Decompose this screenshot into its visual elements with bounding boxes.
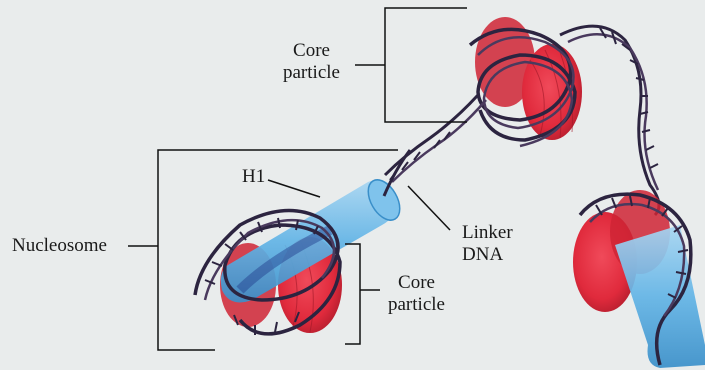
nucleosome-right — [573, 190, 705, 368]
leader-linker-dna — [408, 186, 450, 230]
label-h1-text: H1 — [242, 166, 265, 188]
label-linker-dna-line2: DNA — [462, 244, 513, 266]
bracket-core-particle-top — [355, 8, 467, 122]
label-core-particle-top-line1: Core — [283, 40, 340, 62]
label-h1: H1 — [242, 166, 265, 188]
label-linker-dna: Linker DNA — [462, 222, 513, 266]
label-nucleosome-text: Nucleosome — [12, 235, 107, 257]
label-linker-dna-line1: Linker — [462, 222, 513, 244]
label-core-particle-top: Core particle — [283, 40, 340, 84]
core-particle-top — [470, 17, 582, 146]
label-nucleosome: Nucleosome — [12, 235, 107, 257]
nucleosome-left — [195, 150, 410, 335]
label-core-particle-bottom-line1: Core — [388, 272, 445, 294]
leader-h1 — [268, 180, 320, 197]
bracket-core-particle-bottom — [345, 244, 380, 344]
label-core-particle-bottom-line2: particle — [388, 294, 445, 316]
label-core-particle-bottom: Core particle — [388, 272, 445, 316]
label-core-particle-top-line2: particle — [283, 62, 340, 84]
